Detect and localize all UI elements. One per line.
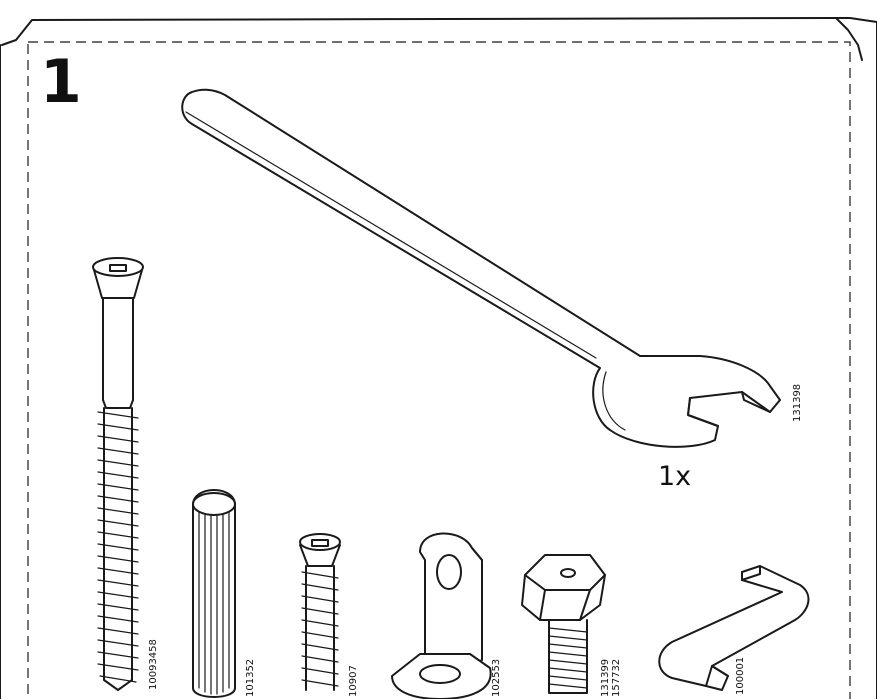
- allen-key-icon: [658, 565, 810, 691]
- adjustable-foot-icon: [521, 554, 606, 694]
- foot-part-code-2: 157732: [611, 658, 622, 697]
- wrench-quantity: 1x: [658, 461, 692, 492]
- angle-bracket-icon: [391, 532, 492, 699]
- dowel-icon: [192, 489, 236, 698]
- foot-part-codes: 131399 157732: [600, 659, 622, 697]
- short-screw-part-code: 10907: [348, 665, 359, 697]
- long-screw-thread: [97, 407, 139, 691]
- wrench-icon: [181, 88, 781, 448]
- allen-key-part-code: 100001: [735, 656, 746, 695]
- step-number: 1: [40, 47, 82, 117]
- dowel-part-code: 101352: [245, 658, 256, 697]
- long-screw-icon: [92, 257, 144, 691]
- bag-seam: [27, 41, 851, 699]
- short-screw-icon: [299, 533, 341, 691]
- long-screw-part-code: 10093458: [148, 639, 159, 690]
- wrench-part-code: 131398: [792, 383, 803, 422]
- foot-part-code-1: 131399: [600, 658, 611, 697]
- bracket-part-code: 102553: [491, 658, 502, 697]
